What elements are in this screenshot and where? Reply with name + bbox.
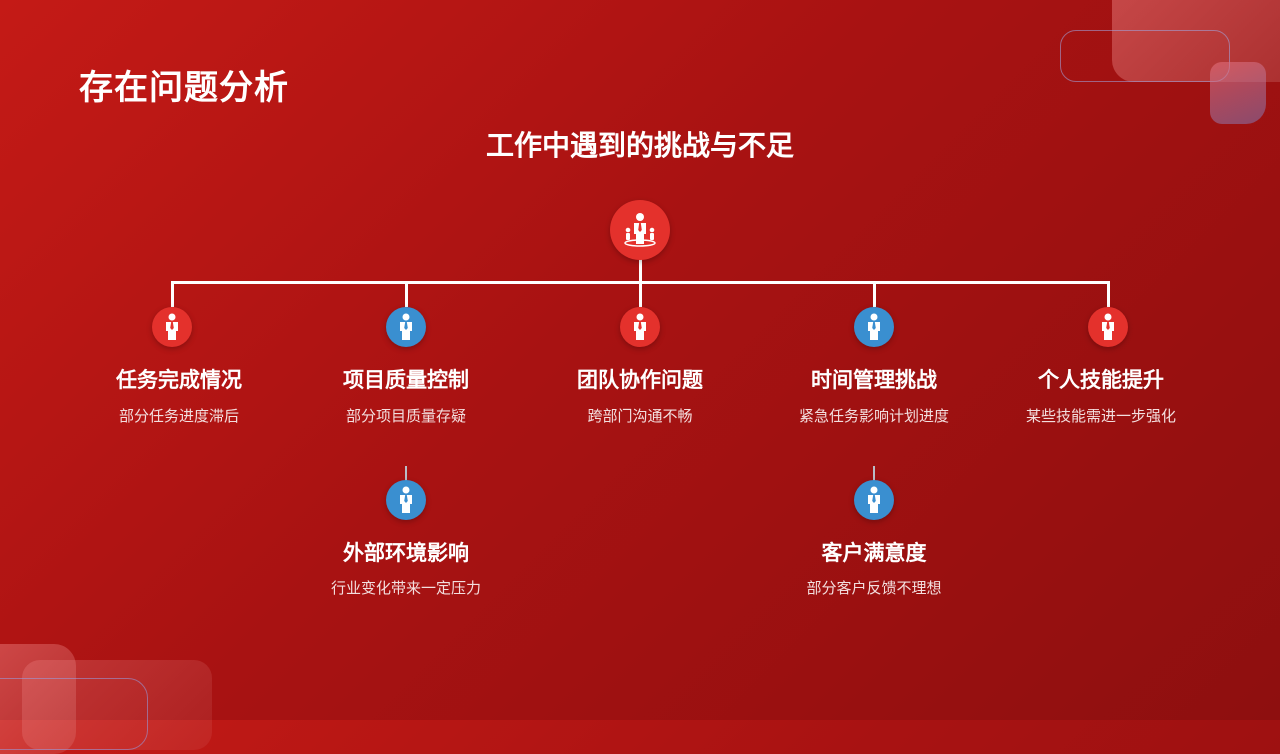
decor-outline-bottom-left [0, 678, 148, 750]
node-desc-project-quality: 部分项目质量存疑 [345, 407, 466, 425]
connector-node-5 [1107, 281, 1110, 307]
node-label-project-quality: 项目质量控制 [343, 368, 469, 392]
person-icon [1102, 313, 1114, 340]
subnode-label-external-environment: 外部环境影响 [343, 541, 469, 565]
connector-subnode-2 [873, 466, 875, 482]
node-desc-skill-improvement: 某些技能需进一步强化 [1025, 407, 1176, 425]
node-label-team-collaboration: 团队协作问题 [577, 368, 703, 392]
person-icon [868, 313, 880, 340]
node-label-time-management: 时间管理挑战 [811, 368, 937, 392]
node-icon-1 [152, 307, 192, 347]
node-icon-5 [1088, 307, 1128, 347]
node-desc-team-collaboration: 跨部门沟通不畅 [587, 407, 693, 425]
subnode-icon-2 [854, 480, 894, 520]
subnode-icon-1 [386, 480, 426, 520]
decor-tab-top-right [1210, 62, 1266, 124]
connector-root-down [639, 256, 642, 283]
people-group-icon [624, 213, 656, 247]
node-icon-2 [386, 307, 426, 347]
connector-node-4 [873, 281, 876, 307]
diagram-title: 工作中遇到的挑战与不足 [485, 129, 794, 162]
node-icon-4 [854, 307, 894, 347]
root-node [610, 200, 670, 260]
node-label-skill-improvement: 个人技能提升 [1038, 368, 1164, 392]
page-title: 存在问题分析 [79, 68, 289, 108]
node-icon-3 [620, 307, 660, 347]
node-desc-time-management: 紧急任务影响计划进度 [798, 407, 949, 425]
person-icon [400, 486, 412, 513]
person-icon [400, 313, 412, 340]
connector-node-1 [171, 281, 174, 307]
node-label-task-completion: 任务完成情况 [116, 368, 242, 392]
decor-outline-top-right [1060, 30, 1230, 82]
subnode-desc-external-environment: 行业变化带来一定压力 [330, 579, 481, 597]
subnode-label-customer-satisfaction: 客户满意度 [821, 541, 927, 565]
connector-node-3 [639, 281, 642, 307]
connector-subnode-1 [405, 466, 407, 482]
node-desc-task-completion: 部分任务进度滞后 [118, 407, 239, 425]
person-icon [868, 486, 880, 513]
person-icon [634, 313, 646, 340]
person-icon [166, 313, 178, 340]
connector-node-2 [405, 281, 408, 307]
subnode-desc-customer-satisfaction: 部分客户反馈不理想 [806, 579, 942, 597]
